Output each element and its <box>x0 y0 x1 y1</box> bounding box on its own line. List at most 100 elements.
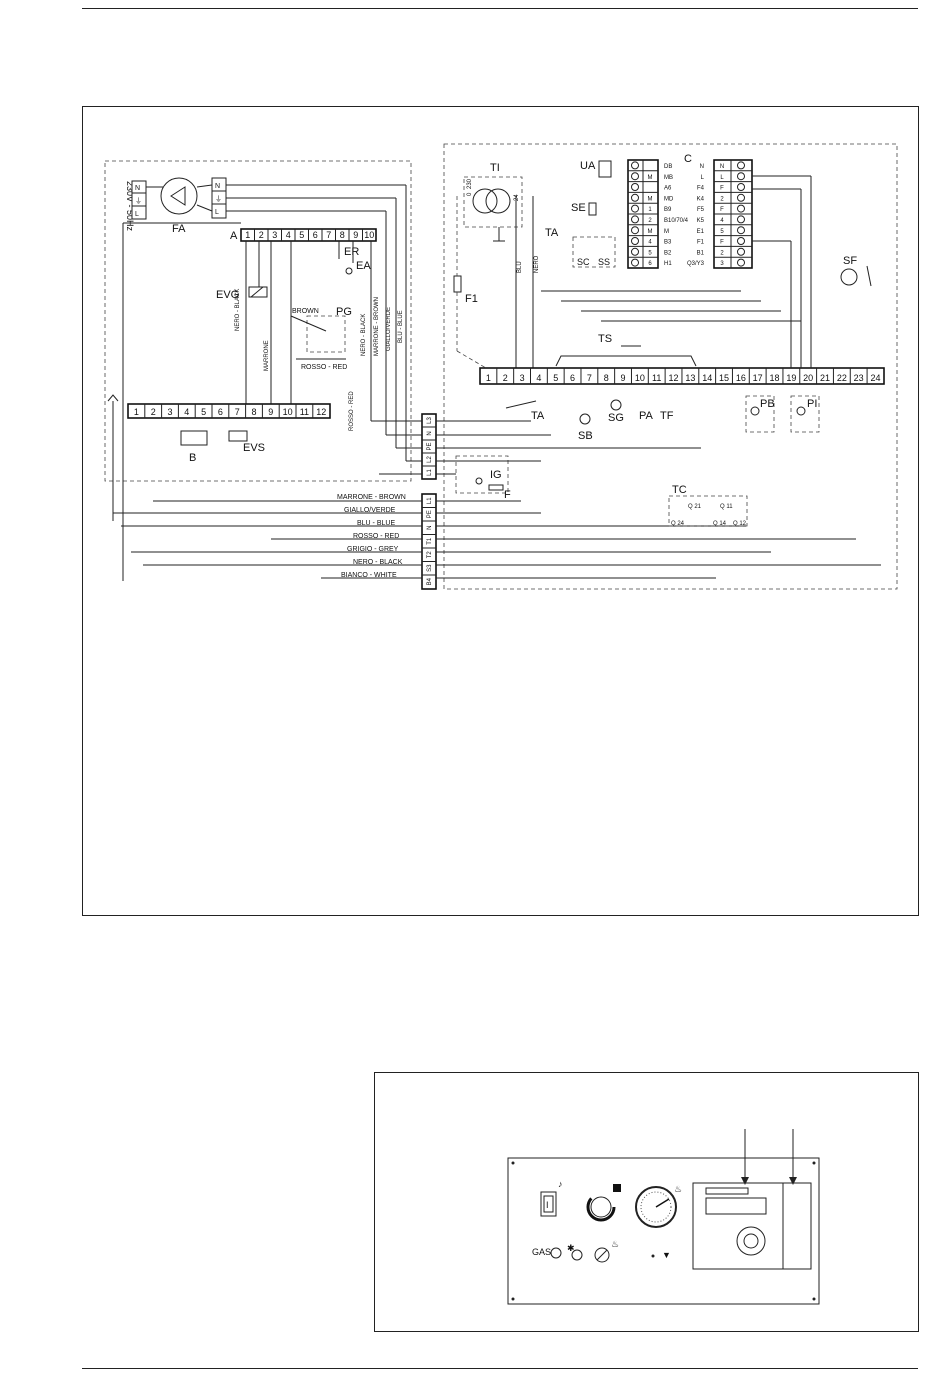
terminal-a-2: 2 <box>259 230 264 240</box>
terminal-bottom-1: L1 <box>427 497 433 504</box>
terminal-main-22: 22 <box>837 373 847 383</box>
fa-right-term-3: L <box>215 209 219 216</box>
boiler-enclosure <box>104 160 412 482</box>
ua-label: UA <box>580 160 596 172</box>
programmer-module[interactable] <box>692 1182 812 1270</box>
ti-24-label: 24 <box>514 194 520 201</box>
marrone-v-label: MARRONE <box>264 340 270 371</box>
terminal-b-7: 7 <box>235 407 240 417</box>
terminal-main-13: 13 <box>685 373 695 383</box>
control-panel-frame: I ♪ ♨ GAS ✱ ♨ ▼ <box>374 1072 919 1332</box>
top-rule <box>82 8 918 9</box>
terminal-bottom-3: N <box>427 526 433 530</box>
marrone-brown-v-label: MARRONE - BROWN <box>374 297 380 356</box>
nero-wire-label: NERO <box>534 255 540 273</box>
terminal-main-21: 21 <box>820 373 830 383</box>
c-code-2: L <box>720 175 724 181</box>
sg-label: SG <box>608 412 624 424</box>
terminal-main-4: 4 <box>536 373 541 383</box>
terminal-main-12: 12 <box>669 373 679 383</box>
c-label: C <box>684 153 692 165</box>
ea-label: EA <box>356 260 371 272</box>
terminal-a-5: 5 <box>299 230 304 240</box>
tc-q21-label: Q 21 <box>688 504 702 510</box>
nero-black-label: NERO - BLACK <box>353 559 403 566</box>
c-code-1: N <box>720 164 724 170</box>
ua-terminal-4: MD <box>664 196 674 202</box>
grigio-grey-label: GRIGIO - GREY <box>347 546 399 553</box>
ts-thermostat: TS <box>555 333 697 367</box>
pg-label: PG <box>336 306 352 318</box>
blu-blue-label: BLU - BLUE <box>357 520 395 527</box>
f1-label: F1 <box>465 293 478 305</box>
terminal-b-11: 11 <box>300 407 309 417</box>
rosso-red-label: ROSSO - RED <box>353 533 399 540</box>
ua-terminal-1: DB <box>664 164 672 170</box>
nero-black-v-label: NERO - BLACK <box>235 289 241 331</box>
terminal-b-5: 5 <box>201 407 206 417</box>
bin-icon: ▼ <box>662 1250 671 1260</box>
terminal-l3-2: N <box>427 431 433 435</box>
c-terminal-4: K4 <box>697 196 705 202</box>
fa-left-term-1: N <box>135 185 140 192</box>
terminal-l3-4: L2 <box>427 456 433 463</box>
b-label: B <box>189 452 196 464</box>
bianco-white-label: BIANCO - WHITE <box>341 572 397 579</box>
terminal-main-19: 19 <box>786 373 796 383</box>
pi-label: PI <box>807 398 817 410</box>
se-label: SE <box>571 202 586 214</box>
indicator-dot <box>651 1254 655 1258</box>
c-code-7: 5 <box>720 229 724 235</box>
ua-terminal-7: M <box>664 229 669 235</box>
ua-code-9: 5 <box>648 250 652 256</box>
c-code-10: 3 <box>720 261 724 267</box>
ua-terminal-2: MB <box>664 175 673 181</box>
terminal-main-24: 24 <box>870 373 880 383</box>
c-terminal-1: N <box>700 164 704 170</box>
ua-terminal-8: B3 <box>664 240 672 246</box>
rosso-red-v-label: ROSSO - RED <box>349 391 355 431</box>
terminal-main-18: 18 <box>770 373 780 383</box>
nero-black-v2-label: NERO - BLACK <box>361 314 367 356</box>
ti-230-label: 230 <box>467 178 473 189</box>
terminal-bottom-5: T2 <box>427 551 433 559</box>
terminal-l3-3: PE <box>427 442 433 450</box>
c-terminal-10: Q3/Y3 <box>687 261 705 267</box>
terminal-main-8: 8 <box>604 373 609 383</box>
temperature-knob[interactable] <box>586 1184 621 1222</box>
ss-label: SS <box>598 257 610 267</box>
c-terminal-3: F4 <box>697 186 705 192</box>
programmer-cover[interactable] <box>782 1182 812 1270</box>
giallo-verde-v-label: GIALLO/VERDE <box>386 307 392 351</box>
terminal-main-10: 10 <box>635 373 645 383</box>
fa-right-term-1: N <box>215 183 220 190</box>
terminal-a-3: 3 <box>272 230 277 240</box>
ua-code-10: 6 <box>648 261 652 267</box>
terminal-b-1: 1 <box>134 407 139 417</box>
supply-voltage-label: 230V - 50Hz <box>125 181 135 232</box>
pb-label: PB <box>760 398 775 410</box>
f1-fuse: F1 <box>453 196 487 369</box>
ua-code-5: 1 <box>648 207 652 213</box>
ti-transformer: TI 0 230 24 BLU NERO <box>463 162 540 368</box>
terminal-bottom-6: S3 <box>427 564 433 572</box>
power-switch[interactable]: I <box>540 1191 557 1217</box>
reset-button[interactable] <box>594 1247 610 1263</box>
c-code-8: F <box>720 240 724 246</box>
c-code-9: 2 <box>720 250 724 256</box>
terminal-b-4: 4 <box>184 407 189 417</box>
evg-valve: EVG <box>216 241 268 301</box>
ua-code-8: 4 <box>648 240 652 246</box>
terminal-bottom-7: B4 <box>427 577 433 585</box>
terminal-bottom-4: T1 <box>427 537 433 545</box>
terminal-main-2: 2 <box>503 373 508 383</box>
ta-bottom-label: TA <box>531 410 545 422</box>
terminal-a-6: 6 <box>313 230 318 240</box>
